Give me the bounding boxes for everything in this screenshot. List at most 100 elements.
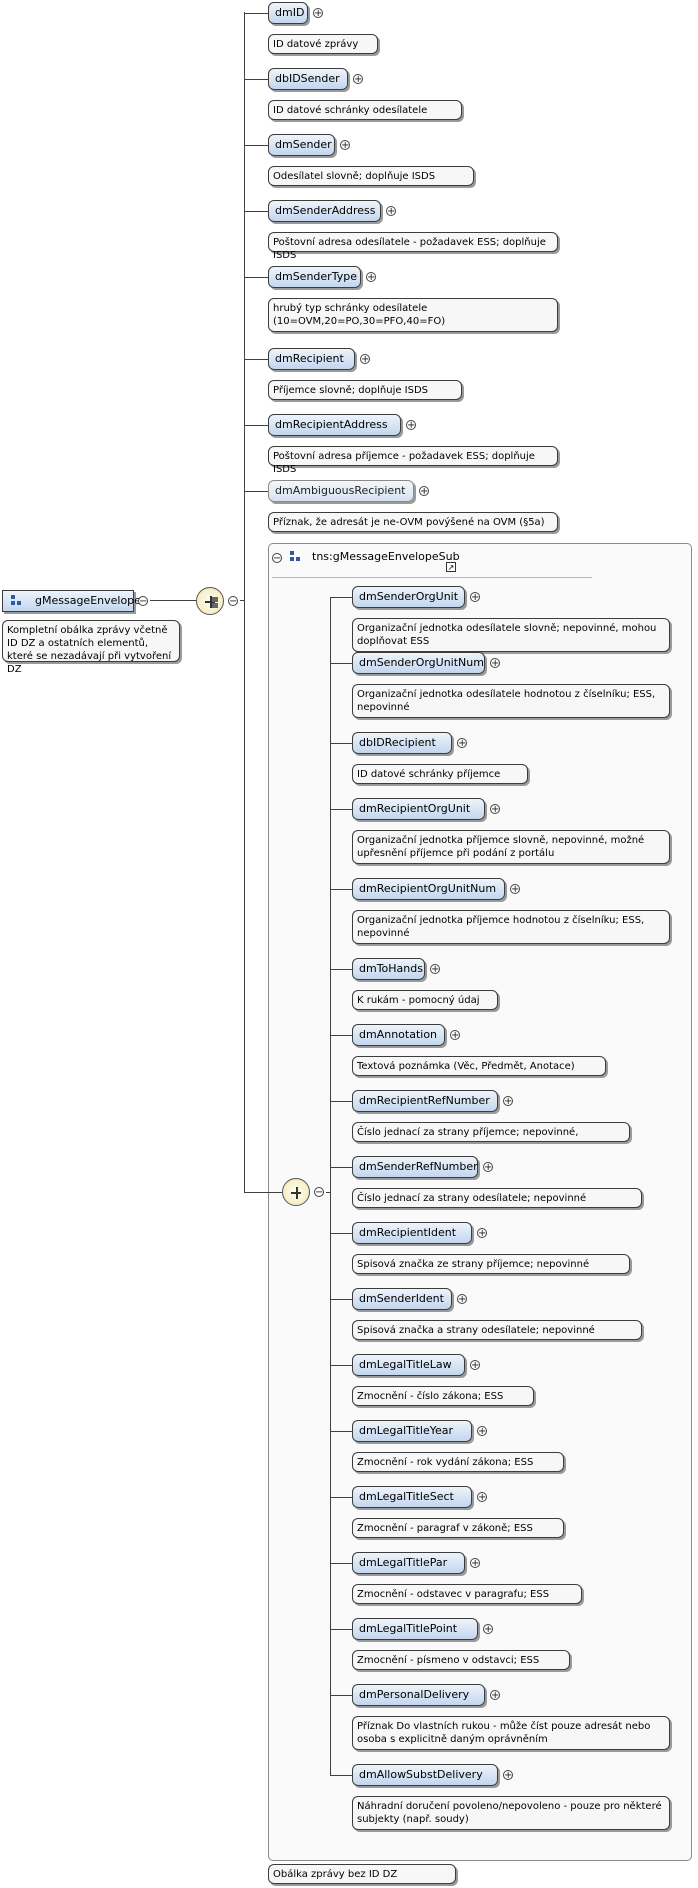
- expand-icon[interactable]: +: [457, 1294, 467, 1305]
- element-node-dmRecipientOrgUnitNum[interactable]: dmRecipientOrgUnitNum: [352, 878, 505, 900]
- element-documentation: K rukám - pomocný údaj: [352, 990, 498, 1010]
- expand-icon[interactable]: +: [470, 592, 480, 603]
- expand-icon[interactable]: +: [450, 1030, 460, 1041]
- expand-icon[interactable]: +: [483, 1162, 493, 1173]
- expand-icon[interactable]: +: [419, 486, 429, 497]
- expand-icon[interactable]: +: [503, 1770, 513, 1781]
- element-documentation: Zmocnění - paragraf v zákoně; ESS: [352, 1518, 564, 1538]
- element-name: dmSenderRefNumber: [359, 1160, 478, 1173]
- element-node-dmAllowSubstDelivery[interactable]: dmAllowSubstDelivery: [352, 1764, 498, 1786]
- expand-icon[interactable]: +: [313, 8, 323, 19]
- element-node-dmToHands[interactable]: dmToHands: [352, 958, 425, 980]
- expand-icon[interactable]: +: [360, 354, 370, 365]
- element-node-dmSenderRefNumber[interactable]: dmSenderRefNumber: [352, 1156, 478, 1178]
- element-name: dmRecipient: [275, 352, 344, 365]
- element-node-dmSenderAddress[interactable]: dmSenderAddress: [268, 200, 381, 222]
- expand-icon[interactable]: +: [340, 140, 350, 151]
- element-node-dmRecipientAddress[interactable]: dmRecipientAddress: [268, 414, 401, 436]
- element-documentation: Poštovní adresa příjemce - požadavek ESS…: [268, 446, 558, 475]
- expand-icon[interactable]: +: [386, 206, 396, 217]
- element-name: dmSenderIdent: [359, 1292, 444, 1305]
- element-documentation: Číslo jednací za strany odesílatele; nep…: [352, 1188, 642, 1208]
- group-sequence-icon: [282, 1178, 310, 1206]
- element-node-dbIDSender[interactable]: dbIDSender: [268, 68, 348, 90]
- group-header-divider: [272, 577, 592, 578]
- expand-icon[interactable]: +: [503, 1096, 513, 1107]
- element-node-dmAnnotation[interactable]: dmAnnotation: [352, 1024, 445, 1046]
- external-link-icon[interactable]: ↗: [446, 562, 456, 572]
- element-node-dmLegalTitlePoint[interactable]: dmLegalTitlePoint: [352, 1618, 478, 1640]
- element-connector: [330, 1775, 352, 1776]
- element-node-dmSenderIdent[interactable]: dmSenderIdent: [352, 1288, 452, 1310]
- group-documentation: Obálka zprávy bez ID DZ: [268, 1864, 456, 1884]
- element-connector: [330, 743, 352, 744]
- element-node-dmSender[interactable]: dmSender: [268, 134, 335, 156]
- expand-icon[interactable]: +: [477, 1492, 487, 1503]
- element-name: dmLegalTitlePar: [359, 1556, 448, 1569]
- expand-icon[interactable]: +: [430, 964, 440, 975]
- group-spine: [330, 597, 331, 1775]
- element-node-dmLegalTitleLaw[interactable]: dmLegalTitleLaw: [352, 1354, 465, 1376]
- element-node-dmLegalTitleYear[interactable]: dmLegalTitleYear: [352, 1420, 472, 1442]
- expand-icon[interactable]: +: [470, 1360, 480, 1371]
- element-connector: [330, 1497, 352, 1498]
- documentation-text: Odesílatel slovně; doplňuje ISDS: [273, 171, 436, 182]
- element-documentation: Odesílatel slovně; doplňuje ISDS: [268, 166, 474, 186]
- documentation-text: Spisová značka ze strany příjemce; nepov…: [357, 1259, 590, 1270]
- group-name: tns:gMessageEnvelopeSub: [312, 550, 460, 563]
- documentation-text: Příznak, že adresát je ne-OVM povýšené n…: [273, 517, 545, 528]
- element-documentation: Zmocnění - odstavec v paragrafu; ESS: [352, 1584, 582, 1604]
- group-collapse-icon[interactable]: −: [272, 553, 282, 564]
- expand-icon[interactable]: +: [483, 1624, 493, 1635]
- expand-icon[interactable]: +: [353, 74, 363, 85]
- expand-icon[interactable]: +: [406, 420, 416, 431]
- group-sequence-collapse-icon[interactable]: −: [314, 1187, 324, 1198]
- element-node-dmID[interactable]: dmID: [268, 2, 308, 24]
- element-name: dmLegalTitlePoint: [359, 1622, 458, 1635]
- group-connector: [244, 1192, 282, 1193]
- expand-icon[interactable]: +: [477, 1228, 487, 1239]
- expand-icon[interactable]: +: [366, 272, 376, 283]
- element-node-dmSenderOrgUnit[interactable]: dmSenderOrgUnit: [352, 586, 465, 608]
- documentation-text: Náhradní doručení povoleno/nepovoleno - …: [357, 1801, 662, 1825]
- expand-icon[interactable]: +: [477, 1426, 487, 1437]
- expand-icon[interactable]: +: [457, 738, 467, 749]
- element-documentation: Příznak Do vlastních rukou - může číst p…: [352, 1716, 670, 1750]
- element-name: dmSenderOrgUnit: [359, 590, 459, 603]
- documentation-text: Organizační jednotka příjemce hodnotou z…: [357, 915, 645, 939]
- expand-icon[interactable]: +: [490, 804, 500, 815]
- documentation-text: ID datové schránky příjemce: [357, 769, 501, 780]
- element-node-dmLegalTitleSect[interactable]: dmLegalTitleSect: [352, 1486, 472, 1508]
- element-node-dmRecipient[interactable]: dmRecipient: [268, 348, 355, 370]
- element-node-dmLegalTitlePar[interactable]: dmLegalTitlePar: [352, 1552, 465, 1574]
- expand-icon[interactable]: +: [490, 658, 500, 669]
- expand-icon[interactable]: +: [490, 1690, 500, 1701]
- element-connector: [330, 1233, 352, 1234]
- element-node-dmAmbiguousRecipient[interactable]: dmAmbiguousRecipient: [268, 480, 414, 502]
- element-node-dmSenderOrgUnitNum[interactable]: dmSenderOrgUnitNum: [352, 652, 485, 674]
- element-node-dbIDRecipient[interactable]: dbIDRecipient: [352, 732, 452, 754]
- element-documentation: Organizační jednotka odesílatele hodnoto…: [352, 684, 670, 718]
- element-name: dmRecipientOrgUnit: [359, 802, 471, 815]
- element-node-dmPersonalDelivery[interactable]: dmPersonalDelivery: [352, 1684, 485, 1706]
- element-group-icon: [11, 595, 23, 607]
- root-element-name: gMessageEnvelope: [35, 594, 141, 607]
- sequence-collapse-icon[interactable]: −: [228, 596, 238, 607]
- element-connector: [244, 359, 268, 360]
- element-documentation: Náhradní doručení povoleno/nepovoleno - …: [352, 1796, 670, 1830]
- element-documentation: Poštovní adresa odesílatele - požadavek …: [268, 232, 558, 261]
- expand-icon[interactable]: +: [470, 1558, 480, 1569]
- element-node-dmRecipientOrgUnit[interactable]: dmRecipientOrgUnit: [352, 798, 485, 820]
- expand-icon[interactable]: +: [510, 884, 520, 895]
- root-documentation-text: Kompletní obálka zprávy včetně ID DZ a o…: [7, 625, 172, 675]
- element-name: dmRecipientAddress: [275, 418, 388, 431]
- element-node-dmRecipientIdent[interactable]: dmRecipientIdent: [352, 1222, 472, 1244]
- root-element-node[interactable]: gMessageEnvelope: [2, 590, 141, 612]
- element-node-dmRecipientRefNumber[interactable]: dmRecipientRefNumber: [352, 1090, 498, 1112]
- documentation-text: Zmocnění - odstavec v paragrafu; ESS: [357, 1589, 550, 1600]
- element-name: dmLegalTitleYear: [359, 1424, 454, 1437]
- element-node-dmSenderType[interactable]: dmSenderType: [268, 266, 361, 288]
- root-collapse-icon[interactable]: −: [138, 596, 148, 607]
- element-connector: [244, 211, 268, 212]
